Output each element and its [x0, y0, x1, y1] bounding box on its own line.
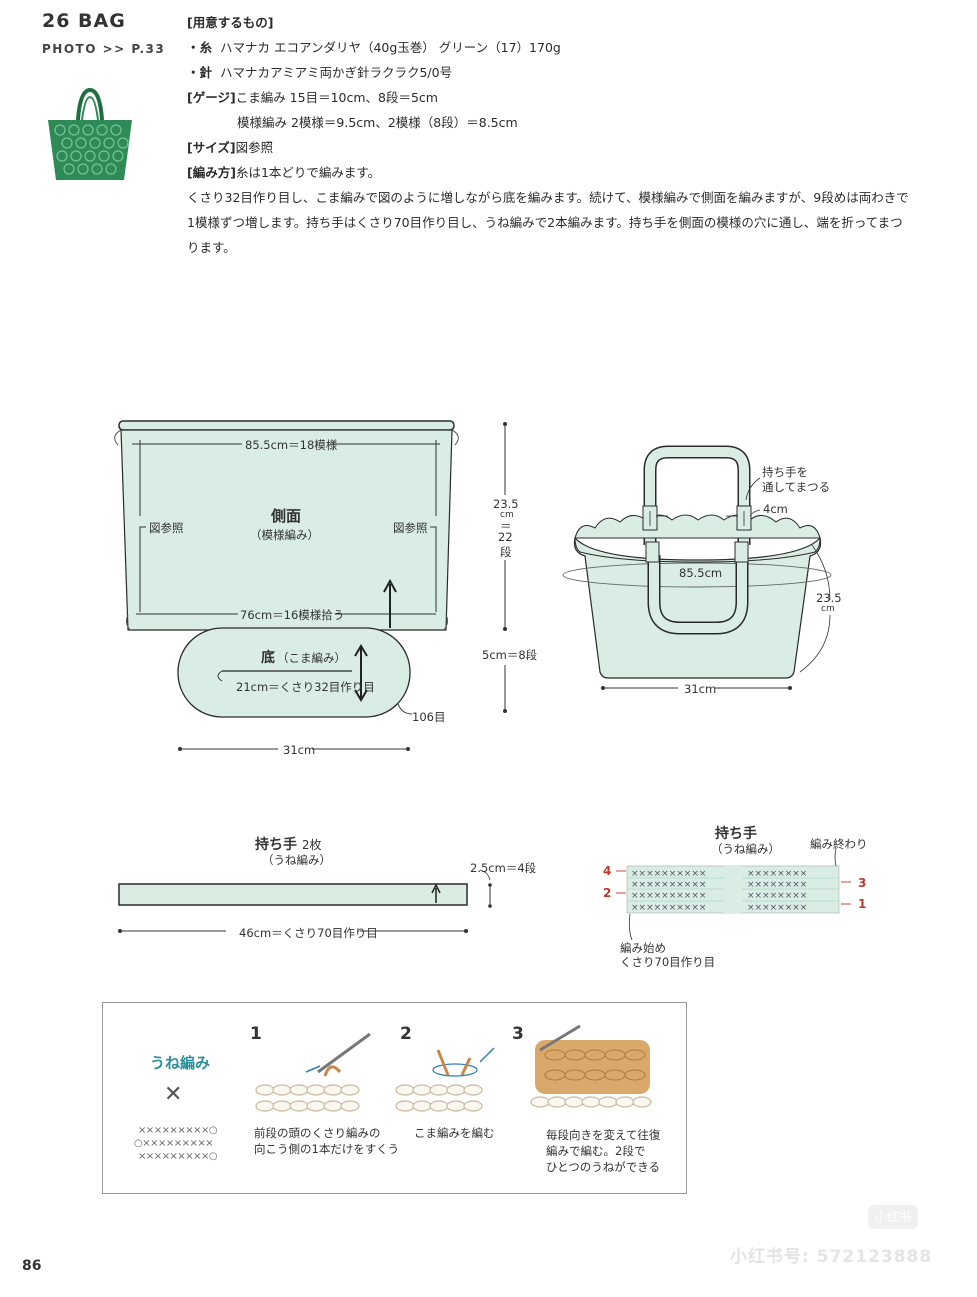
- side-height-equals: ＝: [500, 519, 512, 533]
- base-title: 底: [261, 650, 275, 666]
- instructions-line-3: ります。: [187, 240, 236, 255]
- bag-circumference: 85.5cm: [679, 566, 723, 580]
- handle-subtitle: （うね編み）: [262, 853, 331, 867]
- method-label: [編み方]: [187, 165, 236, 180]
- instructions-line-1: くさり32目作り目し、こま編みで図のように増しながら底を編みます。続けて、模様編…: [187, 190, 909, 205]
- yarn-text: ハマナカ エコアンダリヤ（40g玉巻） グリーン（17）170g: [219, 40, 561, 55]
- step-3-caption-3: ひとつのうねができる: [546, 1160, 660, 1174]
- svg-text:××××××××: ××××××××: [747, 880, 807, 890]
- handle-title: 持ち手 2枚: [255, 834, 322, 854]
- base-height: 5cm＝8段: [482, 648, 538, 662]
- bag-base-width: 31cm: [684, 682, 717, 696]
- step-2-caption: こま編みを編む: [414, 1126, 495, 1140]
- hook-text: ハマナカアミアミ両かぎ針ラクラク5/0号: [219, 65, 453, 80]
- svg-text:××××××××: ××××××××: [747, 903, 807, 913]
- handle-note-2: 通してまつる: [762, 480, 831, 494]
- base-width: 31cm: [283, 743, 316, 757]
- row-3-marker: 3: [858, 876, 867, 890]
- row-4-marker: 4: [603, 864, 612, 878]
- stitch-guide-box: [102, 1002, 687, 1194]
- page-number: 86: [22, 1258, 42, 1274]
- handle-gap: 4cm: [763, 502, 788, 516]
- side-panel-shape: [120, 429, 453, 631]
- watermark-text: 小红书号: 572123888: [730, 1247, 933, 1267]
- handle-note-1: 持ち手を: [762, 465, 808, 479]
- svg-text:××××××××××: ××××××××××: [631, 891, 706, 901]
- base-stitch-count: 106目: [412, 710, 446, 724]
- svg-text:××××××××: ××××××××: [747, 869, 807, 879]
- hook-row: ・針 ハマナカアミアミ両かぎ針ラクラク5/0号: [187, 60, 917, 85]
- side-top-width: 85.5cm＝18模様: [245, 438, 338, 452]
- bag-height-value: 23.5: [816, 591, 842, 605]
- guide-symbol-row-1: ×××××××××○: [138, 1125, 218, 1136]
- side-height-rows: 22: [498, 530, 513, 544]
- size-label: [サイズ]: [187, 140, 236, 155]
- stitch-illustrations: [255, 1024, 652, 1112]
- size-row: [サイズ]図参照: [187, 135, 917, 160]
- yarn-label: ・糸: [187, 40, 213, 55]
- see-figure-right: 図参照: [393, 521, 428, 535]
- handle-strip: [118, 883, 468, 906]
- step-1-caption-1: 前段の頭のくさり編みの: [254, 1126, 381, 1140]
- see-figure-left: 図参照: [149, 521, 184, 535]
- svg-text:××××××××: ××××××××: [747, 891, 807, 901]
- base-shape: [177, 627, 411, 718]
- handle-title-text: 持ち手: [255, 837, 297, 853]
- handle-height: 2.5cm＝4段: [470, 861, 537, 875]
- svg-text:××××××××××: ××××××××××: [631, 903, 706, 913]
- size-text: 図参照: [235, 140, 274, 155]
- sc-symbol-icon: ✕: [164, 1082, 183, 1107]
- assembled-bag-drawing: [562, 445, 832, 690]
- guide-title: うね編み: [150, 1054, 211, 1072]
- guide-symbol-row-2: ○×××××××××: [134, 1138, 214, 1149]
- row-2-marker: 2: [603, 886, 612, 900]
- bag-photo: [48, 87, 132, 180]
- yarn-row: ・糸 ハマナカ エコアンダリヤ（40g玉巻） グリーン（17）170g: [187, 35, 917, 60]
- instructions-line-2: 1模様ずつ増します。持ち手はくさり70目作り目し、うね編みで2本編みます。持ち手…: [187, 215, 903, 230]
- watermark-logo: 小红书: [868, 1205, 918, 1229]
- side-height-rows-unit: 段: [500, 545, 512, 559]
- svg-text:××××××××××: ××××××××××: [631, 869, 706, 879]
- step-3-caption-1: 毎段向きを変えて往復: [546, 1128, 661, 1142]
- materials-info: [用意するもの] ・糸 ハマナカ エコアンダリヤ（40g玉巻） グリーン（17）…: [187, 10, 917, 260]
- side-height-value: 23.5: [493, 497, 519, 511]
- side-panel-top-edge: [118, 420, 455, 431]
- gauge-line-1: こま編み 15目＝10cm、8段＝5cm: [235, 90, 438, 105]
- side-panel-title: 側面: [271, 507, 302, 525]
- step-1-number: 1: [250, 1024, 262, 1044]
- hook-label: ・針: [187, 65, 213, 80]
- materials-heading: [用意するもの]: [187, 15, 274, 30]
- side-panel-subtitle: （模様編み）: [250, 528, 319, 542]
- side-height-unit: cm: [500, 510, 514, 520]
- side-bottom-width: 76cm＝16模様拾う: [240, 608, 345, 622]
- base-subtitle: （こま編み）: [277, 651, 346, 665]
- bag-height-unit: cm: [821, 604, 835, 614]
- guide-symbol-row-3: ×××××××××○: [138, 1151, 218, 1162]
- photo-reference: PHOTO >> P.33: [42, 42, 166, 56]
- gauge-line-2: 模様編み 2模様＝9.5cm、2模様（8段）＝8.5cm: [237, 115, 518, 130]
- handle-count: 2枚: [301, 838, 322, 852]
- pattern-title: 26 BAG: [42, 10, 126, 32]
- step-1-caption-2: 向こう側の1本だけをすくう: [254, 1142, 400, 1156]
- chart-start-label-2: くさり70目作り目: [620, 955, 716, 969]
- chart-subtitle: （うね編み）: [711, 842, 780, 856]
- handle-length: 46cm＝くさり70目作り目: [239, 926, 378, 940]
- gauge-label: [ゲージ]: [187, 90, 236, 105]
- chart-title: 持ち手: [715, 826, 757, 842]
- row-1-marker: 1: [858, 897, 867, 911]
- step-2-number: 2: [400, 1024, 412, 1044]
- svg-text:××××××××××: ××××××××××: [631, 880, 706, 890]
- chart-end-label: 編み終わり: [810, 837, 868, 851]
- method-row: [編み方]糸は1本どりで編みます。: [187, 160, 917, 185]
- step-3-number: 3: [512, 1024, 524, 1044]
- step-3-caption-2: 編みで編む。2段で: [546, 1144, 646, 1158]
- method-text: 糸は1本どりで編みます。: [235, 165, 381, 180]
- handle-stitch-chart: ×××××××××× ×××××××××× ×××××××××× ×××××××…: [616, 847, 851, 941]
- chart-start-label-1: 編み始め: [620, 941, 666, 955]
- gauge-row: [ゲージ]こま編み 15目＝10cm、8段＝5cm: [187, 85, 917, 110]
- base-chain: 21cm＝くさり32目作り目: [236, 680, 375, 694]
